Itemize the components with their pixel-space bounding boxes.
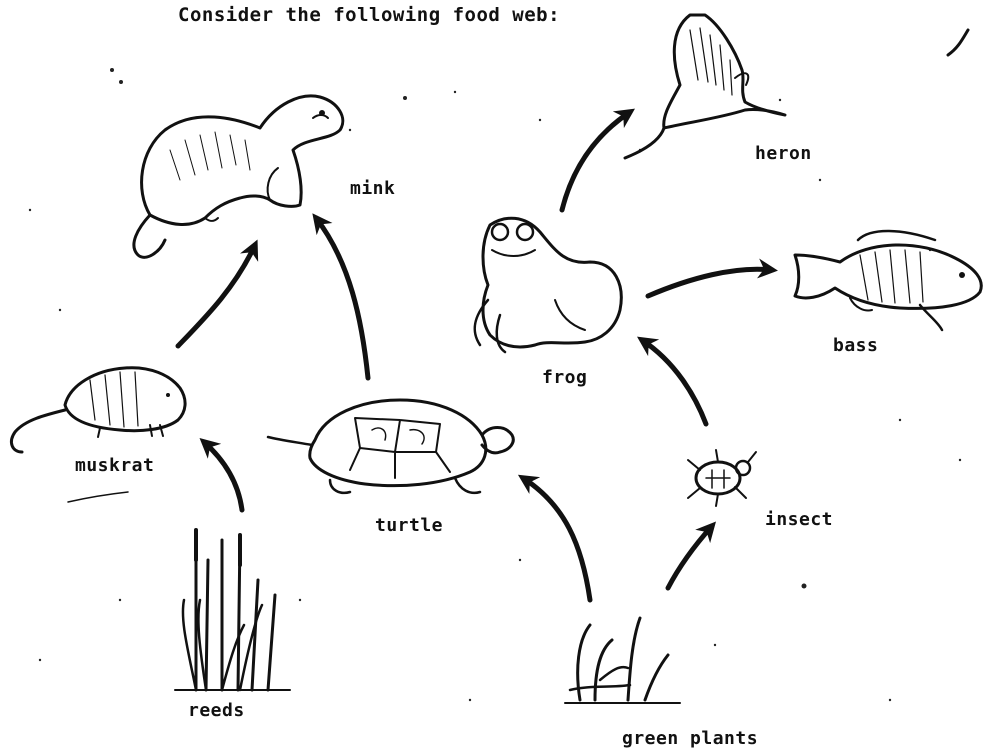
arrow-frog-to-bass [648,269,772,296]
label-bass: bass [833,335,878,356]
arrow-muskrat-to-mink [178,245,255,346]
label-mink: mink [350,178,395,199]
label-heron: heron [755,143,812,164]
frog-illustration [475,218,622,352]
arrow-reeds-to-muskrat [204,442,242,510]
page-title: Consider the following food web: [178,4,560,26]
arrow-green-plants-to-turtle [523,478,590,600]
label-frog: frog [542,367,587,388]
reeds-illustration [175,530,290,690]
muskrat-illustration [11,368,185,452]
mink-illustration [134,96,343,257]
bass-illustration [795,231,981,330]
insect-illustration [688,450,756,506]
arrow-green-plants-to-insect [668,526,712,588]
green-plants-illustration [565,618,680,703]
label-turtle: turtle [375,515,443,536]
turtle-illustration [268,400,513,493]
arrow-turtle-to-mink [316,218,368,378]
label-muskrat: muskrat [75,455,154,476]
label-insect: insect [765,509,833,530]
label-reeds: reeds [188,700,245,721]
heron-illustration [625,15,785,158]
arrow-frog-to-heron [562,112,630,210]
label-green-plants: green plants [622,728,758,749]
paper-specks [29,30,968,701]
arrow-insect-to-frog [642,340,706,424]
